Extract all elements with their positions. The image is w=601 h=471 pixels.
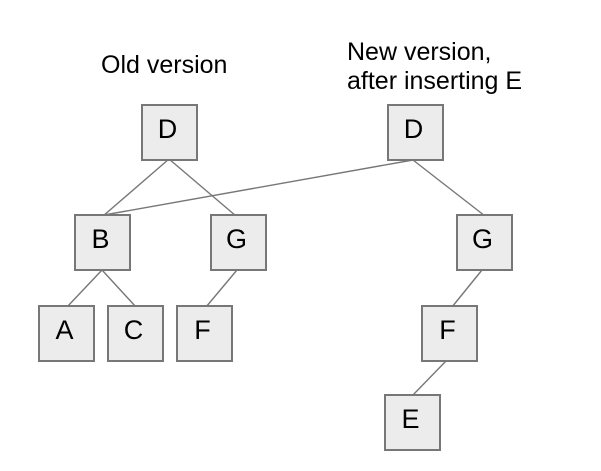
node-old-c: C	[107, 305, 164, 362]
edge-old-d-to-old-b	[102, 158, 170, 217]
edge-new-d-to-new-g	[412, 159, 486, 217]
node-old-g: G	[210, 214, 267, 271]
node-new-e-label: E	[401, 404, 420, 434]
node-old-f: F	[176, 305, 233, 362]
node-old-a-label: A	[55, 315, 74, 345]
node-new-d: D	[387, 104, 444, 161]
node-new-f-label: F	[439, 315, 456, 345]
edge-new-g-to-new-f	[451, 269, 483, 308]
node-old-g-label: G	[225, 224, 247, 254]
node-old-d: D	[141, 104, 198, 161]
new-version-title: New version, after inserting E	[347, 38, 523, 95]
edge-old-g-to-old-f	[205, 269, 238, 308]
node-new-e: E	[384, 394, 441, 451]
edge-old-b-to-old-a	[66, 269, 103, 308]
node-new-d-label: D	[403, 114, 424, 144]
node-old-b-label: B	[91, 224, 110, 254]
edge-new-d-to-old-b-shared	[103, 159, 414, 216]
node-old-f-label: F	[194, 315, 211, 345]
node-new-g-label: G	[471, 224, 493, 254]
edge-old-d-to-old-g	[168, 158, 237, 217]
node-old-c-label: C	[123, 315, 144, 345]
node-old-a: A	[38, 305, 95, 362]
node-old-b: B	[74, 214, 131, 271]
edge-old-b-to-old-c	[101, 269, 137, 308]
node-new-g: G	[456, 214, 513, 271]
edge-new-f-to-new-e	[411, 360, 447, 397]
node-old-d-label: D	[157, 114, 178, 144]
node-new-f: F	[421, 305, 478, 362]
old-version-title: Old version	[101, 51, 228, 79]
